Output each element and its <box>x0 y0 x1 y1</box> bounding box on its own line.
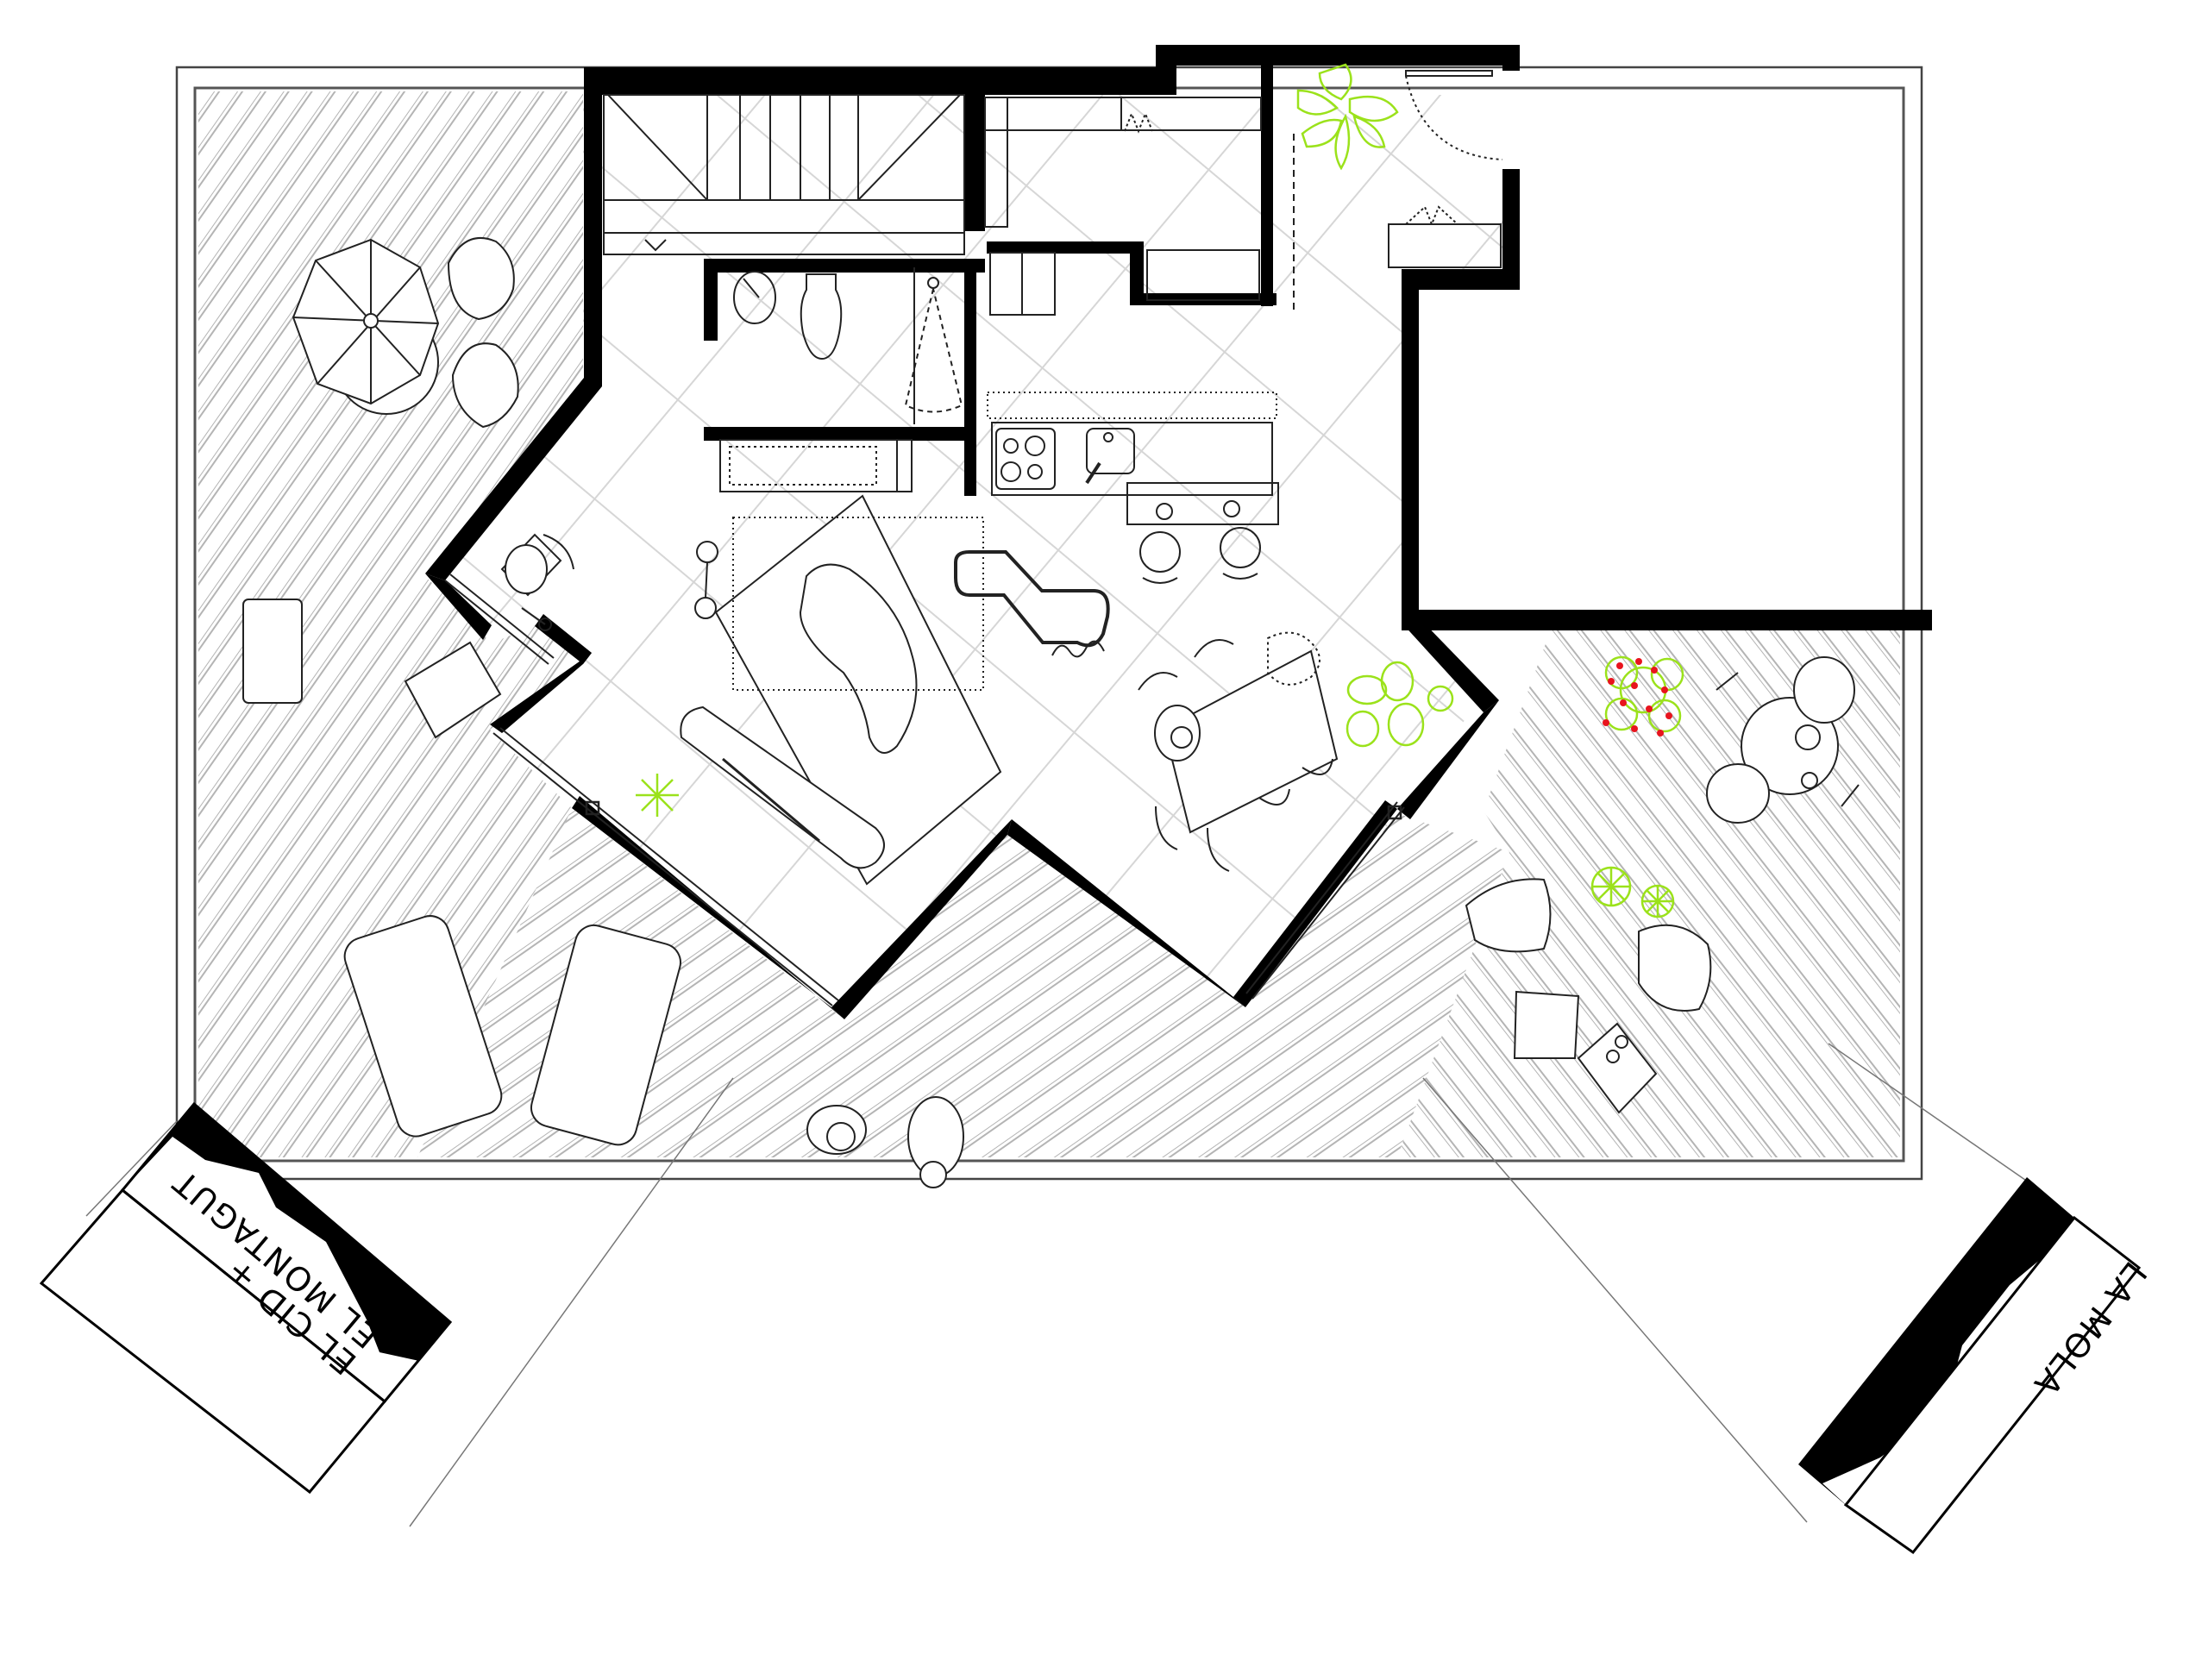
bar-stool-icon <box>1220 527 1261 568</box>
sink-icon <box>1086 428 1135 474</box>
curved-sofa-icon <box>799 563 918 754</box>
chair-icon <box>1841 784 1860 807</box>
round-table-icon <box>1741 697 1839 795</box>
ottoman-icon <box>1513 990 1580 1059</box>
plant-icon <box>1346 661 1454 748</box>
armchair-icon <box>1465 878 1552 953</box>
kitchen-fixtures <box>984 97 1279 584</box>
sun-lounger-icon <box>343 915 503 1138</box>
bathroom-fixtures <box>719 267 963 492</box>
daybed-icon <box>680 705 885 869</box>
person-seated-icon <box>1706 763 1770 824</box>
chair-icon <box>1155 806 1178 850</box>
terrace-east-furniture <box>1465 656 1860 1114</box>
flower-dots <box>1603 658 1672 737</box>
plants <box>636 63 1684 918</box>
folding-chair-icon <box>404 641 502 739</box>
wheelchair-icon <box>242 599 303 704</box>
plant-icon <box>1590 866 1632 907</box>
terrace-south-deck <box>417 808 1509 1157</box>
view-panel-left <box>39 1101 453 1495</box>
lounge-chair-icon <box>447 237 515 321</box>
person-seated-icon <box>1793 656 1855 724</box>
chair-icon <box>1302 758 1333 775</box>
plant-icon <box>1296 63 1399 171</box>
lounge-chair-icon <box>451 342 519 429</box>
chair-icon <box>1138 672 1178 691</box>
bar-stool-icon <box>1139 531 1181 573</box>
kitchen-island <box>1126 482 1279 525</box>
bathtub-icon <box>719 439 913 492</box>
terrace-west-furniture <box>242 237 681 1146</box>
terrace-south-people <box>806 1096 964 1188</box>
side-table-icon <box>1577 1022 1658 1114</box>
chair-icon <box>1716 672 1739 691</box>
washbasin-icon <box>733 271 776 324</box>
sight-lines <box>85 1043 2035 1527</box>
office-chair-icon <box>543 534 574 570</box>
toy-train-track-icon <box>954 550 1110 648</box>
chair-icon <box>1258 788 1290 806</box>
armchair-icon <box>1638 924 1712 1012</box>
dining-table-icon <box>1163 649 1339 834</box>
wardrobe-icon <box>1388 223 1502 268</box>
plant-icon <box>1640 884 1675 918</box>
toilet-icon <box>800 273 843 360</box>
person-seated-icon <box>1154 705 1201 762</box>
dining-furniture <box>1138 631 1339 872</box>
desk-lamp-icon <box>538 617 552 631</box>
entry-fixtures <box>1293 70 1503 310</box>
person-at-desk-icon <box>505 544 548 594</box>
stair-icon <box>603 94 965 255</box>
living-furniture <box>680 494 1110 886</box>
chair-icon <box>1194 639 1234 658</box>
plant-icon <box>636 774 679 817</box>
chair-icon <box>1207 827 1230 872</box>
cooktop-icon <box>995 428 1056 490</box>
study-furniture <box>500 533 574 631</box>
glazing <box>444 574 1405 1006</box>
kitchen-counter <box>991 422 1273 496</box>
shower-head-icon <box>927 277 939 289</box>
view-panel-right <box>1798 1177 2142 1555</box>
sun-lounger-icon <box>530 924 681 1146</box>
